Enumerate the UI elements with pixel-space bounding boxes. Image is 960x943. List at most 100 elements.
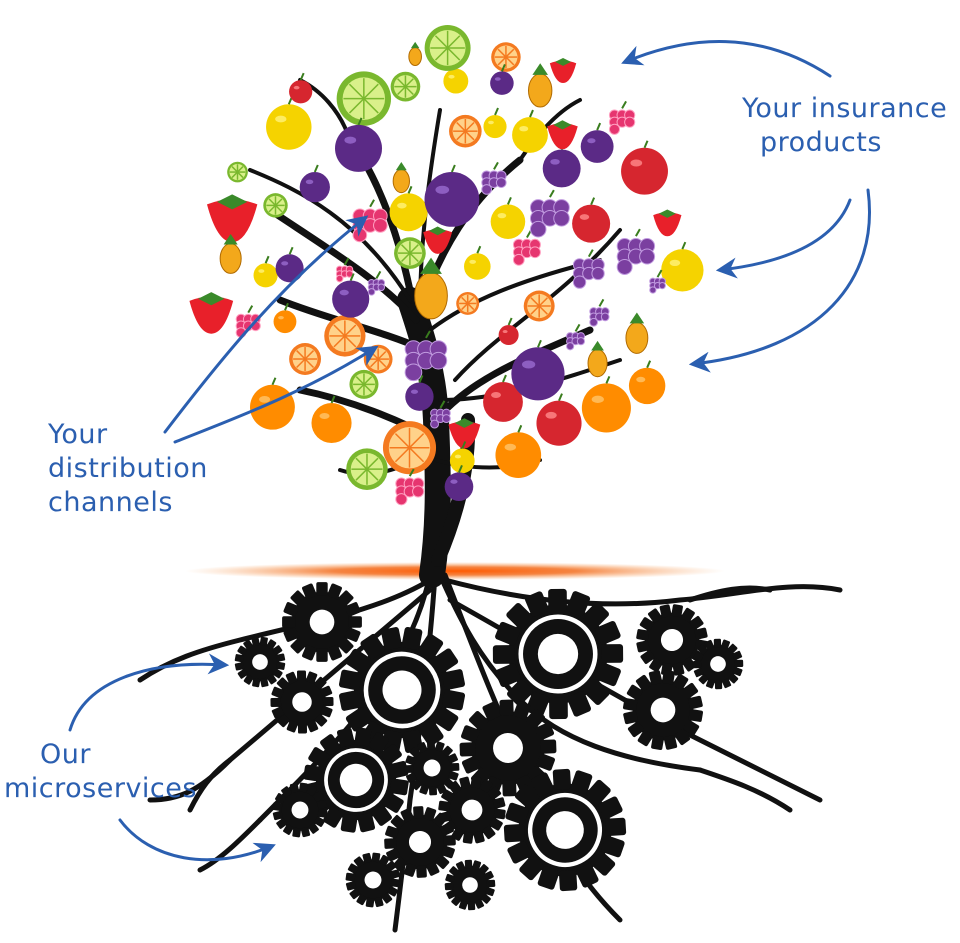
label-line: channels xyxy=(48,487,173,518)
strawberry-icon xyxy=(549,57,577,84)
grapes-icon xyxy=(367,270,386,296)
apple-icon xyxy=(621,140,668,195)
peach-icon xyxy=(581,375,631,433)
plum-icon xyxy=(490,63,514,95)
pineapple-icon xyxy=(587,340,608,378)
strawberry-icon xyxy=(448,418,481,449)
arrows xyxy=(68,40,871,863)
apple-icon xyxy=(483,374,523,422)
apple-icon xyxy=(289,72,313,104)
pineapple-icon xyxy=(219,233,242,274)
orange-slice-icon xyxy=(363,344,393,374)
raspberry-icon xyxy=(395,468,425,506)
pineapple-icon xyxy=(625,312,649,354)
strawberry-icon xyxy=(206,194,258,243)
kiwi-slice-icon xyxy=(390,71,421,102)
raspberry-icon xyxy=(608,100,636,135)
orange-slice-icon xyxy=(324,315,366,357)
root xyxy=(187,757,233,813)
grapes-icon xyxy=(529,189,570,238)
pineapple-icon xyxy=(392,162,410,194)
lemon-icon xyxy=(661,241,704,292)
apple-icon xyxy=(498,317,519,346)
root xyxy=(197,817,263,873)
peach-icon xyxy=(495,424,542,478)
orange-slice-icon xyxy=(456,291,480,315)
kiwi-slice-icon xyxy=(227,161,248,183)
branch xyxy=(432,326,594,424)
root xyxy=(147,587,433,803)
arrow-micro-1 xyxy=(68,653,230,732)
strawberry-icon xyxy=(189,292,234,334)
grapes-icon xyxy=(649,269,666,294)
lemon-icon xyxy=(449,441,475,474)
apple-icon xyxy=(536,393,582,446)
lemon-icon xyxy=(464,245,491,280)
label-line: products xyxy=(760,127,882,158)
arrow-micro-2 xyxy=(118,818,276,863)
gear-icon xyxy=(282,582,362,662)
peach-icon xyxy=(273,302,297,334)
lemon-icon xyxy=(490,197,526,239)
label-line: distribution xyxy=(48,453,208,484)
ground-glow xyxy=(185,562,725,580)
kiwi-slice-icon xyxy=(424,24,471,71)
plum-icon xyxy=(299,164,330,203)
grapes-icon xyxy=(566,323,586,351)
kiwi-slice-icon xyxy=(336,71,392,126)
root xyxy=(442,577,843,607)
grapes-icon xyxy=(572,249,605,289)
label-insurance-products: Your insurance products xyxy=(742,92,947,160)
orange-slice-icon xyxy=(289,343,322,375)
orange-slice-icon xyxy=(491,42,521,72)
label-distribution-channels: Your distribution channels xyxy=(48,418,208,520)
lemon-icon xyxy=(266,96,312,150)
orange-slice-icon xyxy=(449,114,482,148)
plum-icon xyxy=(405,375,434,411)
branch xyxy=(428,258,602,332)
pineapple-icon xyxy=(414,257,448,320)
plum-icon xyxy=(424,164,480,227)
strawberry-icon xyxy=(653,209,682,237)
lemon-icon xyxy=(253,255,278,288)
arrow-insurance-1 xyxy=(621,40,832,78)
fruit-canopy xyxy=(189,24,704,506)
kiwi-slice-icon xyxy=(263,193,288,218)
arrow-insurance-2 xyxy=(715,198,852,279)
peach-icon xyxy=(311,395,352,444)
apple-icon xyxy=(572,197,611,243)
peach-icon xyxy=(628,360,666,405)
roots-gears xyxy=(137,569,843,933)
label-line: Your insurance xyxy=(742,93,948,124)
label-line: Our xyxy=(40,739,91,770)
arrow-distribution-2 xyxy=(173,345,379,444)
plum-icon xyxy=(580,122,614,163)
strawberry-icon xyxy=(423,226,453,254)
grapes-icon xyxy=(589,298,610,327)
branch xyxy=(248,168,412,302)
arrow-insurance-3 xyxy=(688,188,871,373)
orange-slice-icon xyxy=(523,290,555,322)
orange-slice-icon xyxy=(382,421,437,475)
strawberry-icon xyxy=(547,120,578,150)
root xyxy=(687,585,773,603)
lemon-icon xyxy=(389,185,428,232)
plum-icon xyxy=(511,339,565,401)
kiwi-slice-icon xyxy=(346,448,388,490)
plum-icon xyxy=(335,117,383,172)
grapes-icon xyxy=(404,330,448,382)
arrow-distribution-1 xyxy=(163,215,369,434)
root xyxy=(697,767,793,813)
kiwi-slice-icon xyxy=(394,237,426,269)
grapes-icon xyxy=(616,228,656,275)
lemon-icon xyxy=(483,107,507,139)
label-microservices: Our microservices xyxy=(4,738,197,806)
kiwi-slice-icon xyxy=(349,369,379,399)
label-line: Your xyxy=(48,419,108,450)
pineapple-icon xyxy=(528,63,553,108)
lemon-icon xyxy=(512,109,548,153)
plum-icon xyxy=(444,464,474,502)
plum-icon xyxy=(332,273,370,318)
